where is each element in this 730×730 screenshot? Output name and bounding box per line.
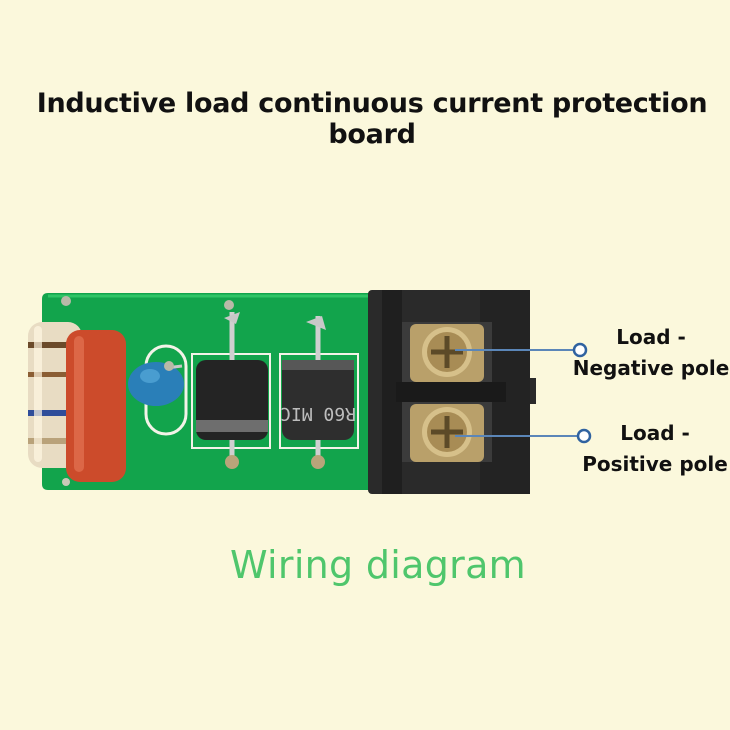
positive-label-line1: Load - [620,421,690,445]
terminal-block [368,290,536,494]
load-negative-pole-label: Load - Negative pole [566,322,730,384]
ceramic-capacitor [128,344,188,436]
positive-label-line2: Positive pole [582,452,728,476]
negative-label-line2: Negative pole [572,356,730,380]
callout-positive [455,428,592,444]
diode-right: R60 MIC [279,316,359,469]
load-positive-pole-label: Load - Positive pole [570,418,730,480]
negative-label-line1: Load - [616,325,686,349]
film-capacitor [66,330,126,482]
screw-terminal-positive [410,404,484,462]
wiring-diagram-caption: Wiring diagram [230,543,526,587]
diode-left [191,312,271,469]
screw-terminal-negative [410,324,484,382]
diode-marking: R60 MIC [280,403,356,424]
callout-negative [455,342,588,358]
page-title: Inductive load continuous current protec… [36,88,708,150]
